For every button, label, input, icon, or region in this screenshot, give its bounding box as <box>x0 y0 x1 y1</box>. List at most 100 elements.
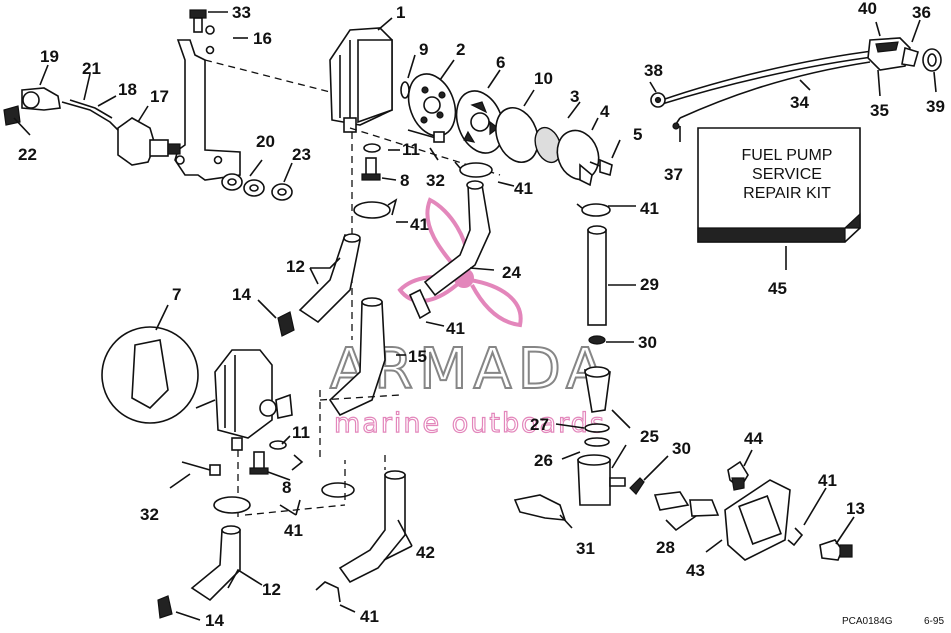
clamp-41-c <box>576 203 611 217</box>
kit-line-2: SERVICE <box>752 166 822 183</box>
clip-44 <box>727 460 749 491</box>
label-9: 9 <box>419 40 428 59</box>
label-5: 5 <box>633 125 642 144</box>
label-43: 43 <box>686 561 705 580</box>
label-11-upper: 11 <box>402 140 420 159</box>
label-30-upper: 30 <box>638 333 657 352</box>
fuel-pump-lower <box>195 349 293 520</box>
label-14-upper: 14 <box>232 285 251 304</box>
label-33: 33 <box>232 3 251 22</box>
label-37: 37 <box>664 165 683 184</box>
fitting-8-lower <box>249 451 269 475</box>
label-15: 15 <box>408 347 427 366</box>
clamp-41-a <box>353 198 398 219</box>
hose-15 <box>319 297 401 460</box>
clamp-41-e <box>213 454 386 516</box>
washer-20 <box>221 173 265 197</box>
wire-harness-34 <box>650 49 881 130</box>
label-42: 42 <box>416 543 435 562</box>
fitting-8-upper <box>361 157 381 181</box>
screw-5 <box>589 158 613 177</box>
label-36: 36 <box>912 3 931 22</box>
label-30-lower: 30 <box>672 439 691 458</box>
screw-32-upper <box>407 129 445 143</box>
screw-33 <box>189 9 228 33</box>
label-17: 17 <box>150 87 169 106</box>
connector-35-40 <box>867 37 919 71</box>
label-14-lower: 14 <box>205 611 224 628</box>
label-41-g: 41 <box>818 471 837 490</box>
hose-42 <box>338 470 406 584</box>
label-4: 4 <box>600 102 610 121</box>
check-valve-11-upper <box>363 143 381 153</box>
label-19: 19 <box>40 47 59 66</box>
hose-12-upper <box>277 233 361 337</box>
pump-cover-4 <box>556 129 600 187</box>
watermark-tagline: marine outboards <box>334 408 606 439</box>
label-8-upper: 8 <box>400 171 409 190</box>
hose-28 <box>653 491 720 517</box>
figure-date: 6-95 <box>924 616 944 627</box>
hose-29 <box>587 225 607 345</box>
label-6: 6 <box>496 53 505 72</box>
label-35: 35 <box>870 101 889 120</box>
label-41-e: 41 <box>284 521 303 540</box>
clamp-30-lower <box>629 477 645 495</box>
detail-callout-7 <box>101 304 199 424</box>
label-32-lower: 32 <box>140 505 159 524</box>
label-22: 22 <box>18 145 37 164</box>
label-28: 28 <box>656 538 675 557</box>
label-34: 34 <box>790 93 809 112</box>
pump-plate-6 <box>455 90 505 154</box>
o-ring-10 <box>495 107 539 163</box>
clamp-41-f <box>315 581 341 603</box>
label-7: 7 <box>172 285 181 304</box>
label-39: 39 <box>926 97 945 116</box>
repair-kit-box: FUEL PUMP SERVICE REPAIR KIT <box>697 127 861 243</box>
fitting-13 <box>819 539 853 561</box>
label-18: 18 <box>118 80 137 99</box>
clamp-41-d <box>787 527 804 547</box>
label-41-f: 41 <box>360 607 379 626</box>
label-10: 10 <box>534 69 553 88</box>
washer-23 <box>271 183 293 201</box>
label-41-c: 41 <box>640 199 659 218</box>
label-41-b: 41 <box>514 179 533 198</box>
label-24: 24 <box>502 263 521 282</box>
label-8-lower: 8 <box>282 478 291 497</box>
primer-43 <box>724 479 791 561</box>
label-1: 1 <box>396 3 405 22</box>
label-41-a: 41 <box>410 215 429 234</box>
label-20: 20 <box>256 132 275 151</box>
label-16: 16 <box>253 29 272 48</box>
label-3: 3 <box>570 87 579 106</box>
label-12-upper: 12 <box>286 257 305 276</box>
fuel-filter <box>577 366 626 506</box>
label-13: 13 <box>846 499 865 518</box>
clamp-31 <box>513 494 567 521</box>
label-44: 44 <box>744 429 763 448</box>
label-29: 29 <box>640 275 659 294</box>
screw-32-lower <box>181 461 221 476</box>
primer-assembly <box>3 87 181 166</box>
label-27: 27 <box>530 415 549 434</box>
check-valve-9 <box>400 81 410 99</box>
label-21: 21 <box>82 59 101 78</box>
figure-code: PCA0184G <box>842 616 893 627</box>
leader-lines <box>13 17 937 621</box>
kit-line-3: REPAIR KIT <box>743 185 831 202</box>
hose-24 <box>408 180 491 320</box>
clamp-41-b <box>454 161 493 178</box>
label-12-lower: 12 <box>262 580 281 599</box>
label-38: 38 <box>644 61 663 80</box>
label-2: 2 <box>456 40 465 59</box>
grommet-39 <box>922 48 942 72</box>
hose-12-lower <box>157 525 241 619</box>
label-25: 25 <box>640 427 659 446</box>
label-45: 45 <box>768 279 787 298</box>
mounting-bracket <box>174 25 331 181</box>
label-40: 40 <box>858 0 877 18</box>
part-number-labels: 1 2 3 4 5 6 7 8 8 9 10 11 11 12 12 13 14… <box>18 0 945 630</box>
label-11-lower: 11 <box>292 423 310 442</box>
